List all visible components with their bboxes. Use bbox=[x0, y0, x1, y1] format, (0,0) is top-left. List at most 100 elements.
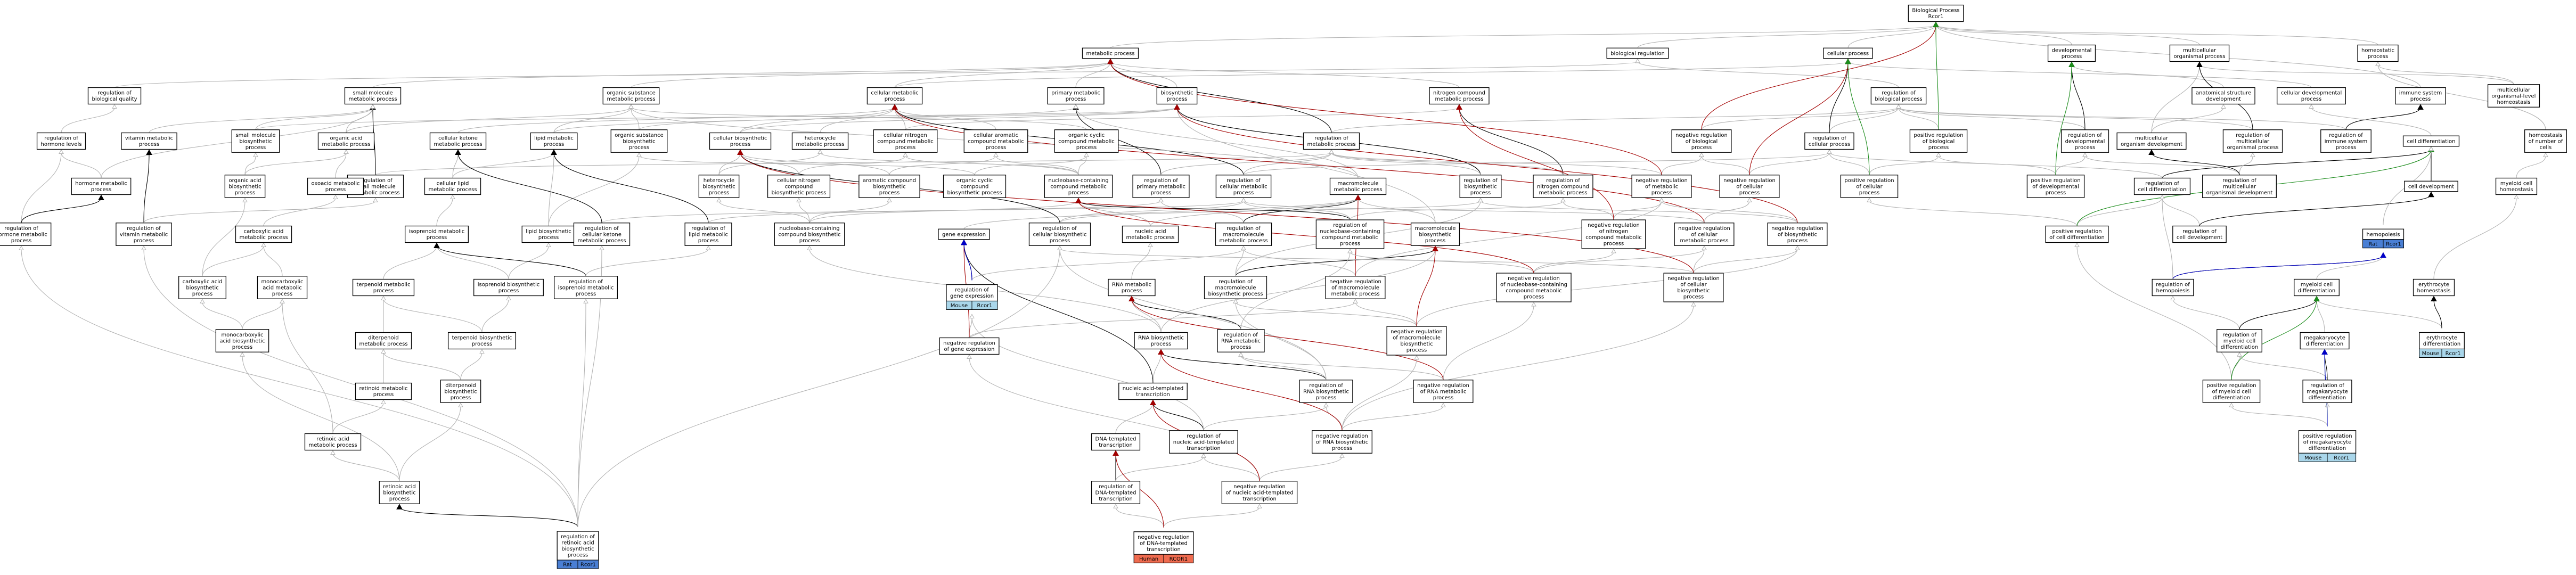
term-node[interactable]: biological regulation bbox=[1606, 47, 1669, 59]
term-node[interactable]: cell differentiation bbox=[2402, 135, 2460, 147]
term-node[interactable]: hemopoiesis bbox=[2362, 228, 2405, 240]
term-node[interactable]: cell development bbox=[2404, 180, 2458, 192]
term-node[interactable]: regulation ofnucleobase-containingcompou… bbox=[1315, 219, 1385, 249]
term-node[interactable]: metabolic process bbox=[1082, 47, 1139, 59]
term-node[interactable]: cellular process bbox=[1823, 47, 1873, 59]
